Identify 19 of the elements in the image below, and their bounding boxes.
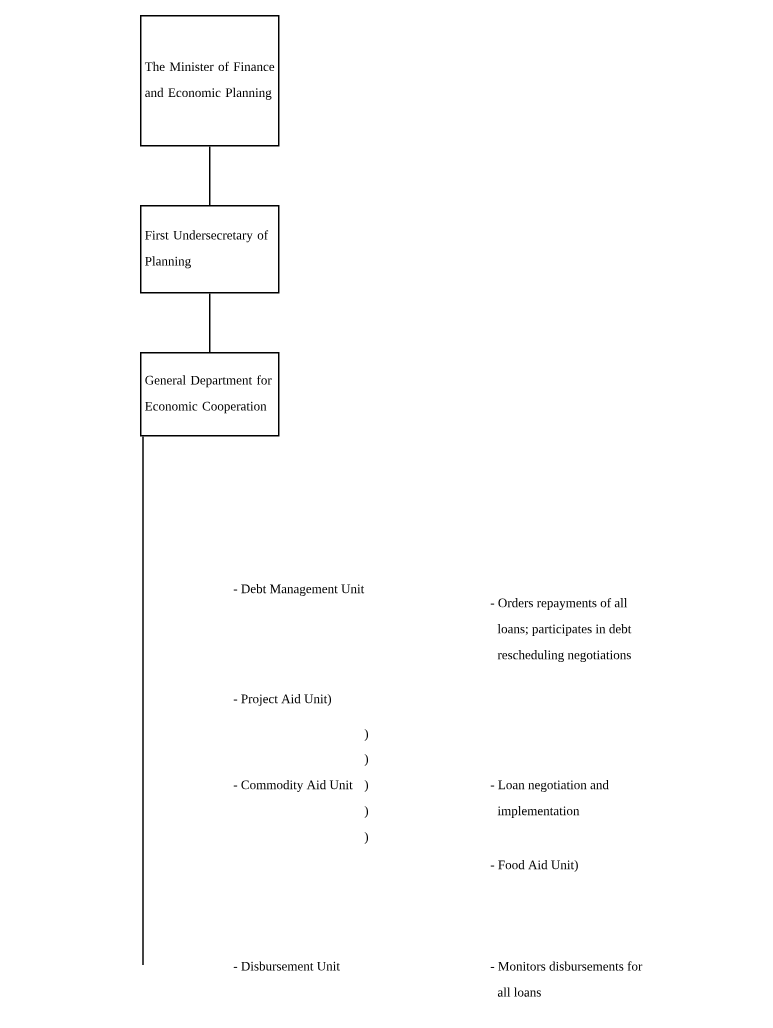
- connector-line: [209, 145, 211, 206]
- unit-label: ): [364, 806, 369, 818]
- unit-label: - Disbursement Unit: [233, 961, 340, 971]
- unit-label: - Monitors disbursements for all loans: [490, 961, 643, 997]
- unit-label: - Project Aid Unit): [233, 694, 332, 706]
- connector-line: [209, 292, 211, 353]
- unit-label: - Loan negotiation and implementation: [490, 780, 609, 818]
- org-box: First Undersecretary of Planning: [140, 205, 280, 294]
- unit-label: ): [364, 754, 369, 766]
- unit-label: ): [364, 729, 369, 741]
- unit-label: - Debt Management Unit: [233, 584, 365, 596]
- unit-label: - Orders repayments of all loans; participates in debt rescheduling negotiations: [490, 598, 632, 662]
- org-box: General Department for Economic Cooperation: [140, 352, 280, 437]
- unit-label: ): [364, 780, 369, 792]
- unit-label: - Commodity Aid Unit: [233, 780, 353, 792]
- unit-label: ): [364, 832, 369, 844]
- org-box: The Minister of Finance and Economic Planning: [140, 15, 280, 147]
- connector-line: [142, 435, 144, 966]
- unit-label: - Food Aid Unit): [490, 860, 578, 872]
